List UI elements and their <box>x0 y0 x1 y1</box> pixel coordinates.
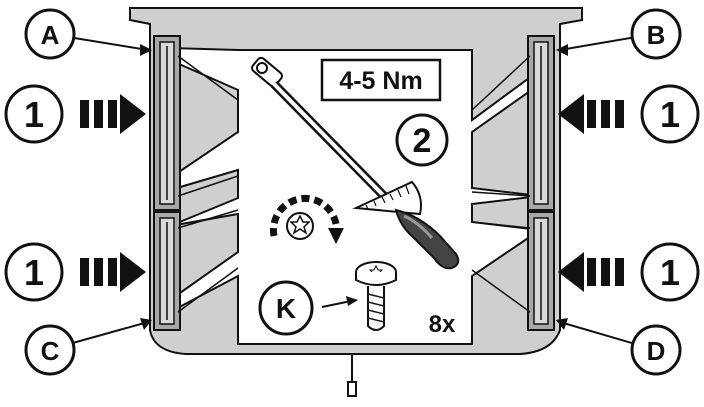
left-upper-rail <box>153 35 181 211</box>
push-arrow-right-top: 1 <box>558 84 700 144</box>
push-arrow-icon <box>558 94 624 134</box>
step-1-label-right-bottom: 1 <box>660 252 680 293</box>
push-arrow-right-bottom: 1 <box>558 242 700 302</box>
step-1-label-left-bottom: 1 <box>24 252 44 293</box>
torque-label: 4-5 Nm <box>339 67 422 95</box>
callout-k: K <box>258 280 314 336</box>
push-arrow-left-bottom: 1 <box>4 242 146 302</box>
torque-wrench-icon <box>251 56 460 270</box>
torx-head-icon <box>289 214 311 235</box>
callout-a: A <box>24 8 152 60</box>
left-lower-rail <box>153 211 181 331</box>
callout-step-2: 2 <box>395 113 449 167</box>
screw-quantity: 8x <box>429 311 456 338</box>
callout-c: C <box>24 318 152 376</box>
torque-label-box: 4-5 Nm <box>320 58 442 102</box>
callout-step-2-label: 2 <box>413 122 432 160</box>
torx-screw-icon <box>321 261 397 331</box>
callout-b-label: B <box>647 20 666 50</box>
callout-a-label: A <box>41 20 60 50</box>
push-arrow-icon <box>80 252 146 292</box>
push-arrow-icon <box>80 94 146 134</box>
step-1-label-left-top: 1 <box>24 94 44 135</box>
panel-foot <box>347 381 357 397</box>
callout-b: B <box>556 8 682 60</box>
callout-c-label: C <box>41 336 60 366</box>
callout-k-label: K <box>276 293 296 324</box>
push-arrow-icon <box>558 252 624 292</box>
push-arrow-left-top: 1 <box>4 84 146 144</box>
center-field <box>169 46 543 345</box>
screw-guide-lines <box>177 55 531 313</box>
right-lower-rail <box>527 211 555 331</box>
clockwise-rotation-icon <box>269 194 344 244</box>
step-1-label-right-top: 1 <box>660 94 680 135</box>
callout-d-label: D <box>647 336 666 366</box>
right-upper-rail <box>527 35 555 211</box>
callout-d: D <box>556 318 682 376</box>
